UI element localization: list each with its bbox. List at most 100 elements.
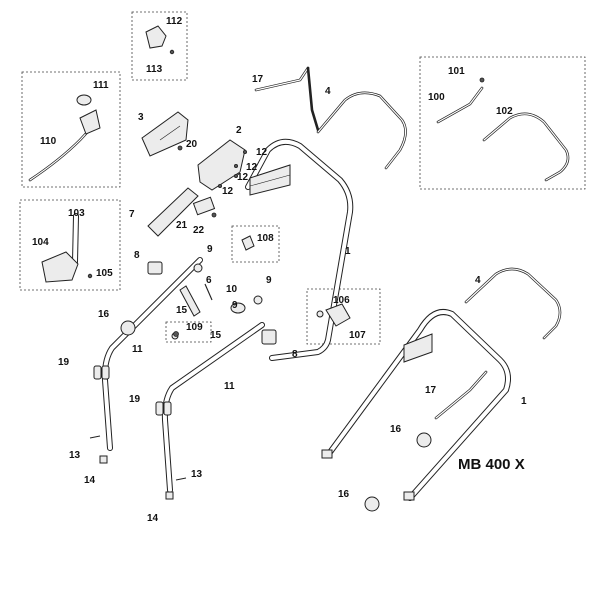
bolt-22 [211, 212, 217, 218]
housing-104 [41, 251, 79, 283]
label-12d: 12 [222, 186, 234, 197]
label-15b: 15 [210, 330, 222, 341]
label-11b: 11 [224, 381, 235, 392]
control-housing-3 [141, 111, 189, 157]
label-113: 113 [146, 64, 163, 75]
detail-box-108 [231, 225, 280, 263]
upper-handle [245, 138, 354, 361]
detail-box-100-102 [419, 56, 586, 190]
cable-guide-19b2 [163, 401, 172, 416]
label-16-left: 16 [98, 309, 110, 320]
label-13-left: 13 [69, 450, 81, 461]
label-10: 10 [226, 284, 238, 295]
nut-14-left [99, 455, 108, 464]
label-8-bottom: 8 [292, 349, 298, 360]
washer-109 [173, 331, 179, 337]
detail-box-112-113 [131, 11, 188, 81]
label-21: 21 [176, 220, 188, 231]
detail-box-110-111 [21, 71, 121, 188]
screw-12a [242, 149, 247, 154]
bolt-13-right [175, 477, 187, 481]
bolt-13-left [89, 435, 101, 439]
clamp-8-bottom [261, 329, 277, 345]
label-12b: 12 [246, 162, 258, 173]
cable-guide-19b [155, 401, 164, 416]
label-11a: 11 [132, 344, 143, 355]
label-19a: 19 [58, 357, 70, 368]
variant-end-left [321, 449, 333, 459]
label-106: 106 [333, 295, 350, 306]
label-12c: 12 [237, 172, 249, 183]
label-3: 3 [138, 112, 144, 123]
nut-106 [316, 310, 324, 318]
knob-9b [253, 295, 263, 305]
label-105: 105 [96, 268, 113, 279]
nut-101 [479, 77, 485, 83]
clip-108 [241, 235, 255, 251]
cable-guide-19a [93, 365, 102, 380]
label-6: 6 [206, 275, 212, 286]
detail-box-106-107 [306, 288, 381, 345]
bolt-6 [204, 283, 213, 301]
bracket-plate-7 [147, 187, 199, 237]
label-14-right: 14 [147, 513, 159, 524]
clamp-107 [325, 303, 351, 327]
label-101: 101 [448, 66, 465, 77]
variant-nut-16a [416, 432, 432, 448]
label-102: 102 [496, 106, 513, 117]
label-12a: 12 [256, 147, 268, 158]
label-110: 110 [40, 136, 57, 147]
label-1-right: 1 [521, 396, 527, 407]
label-9b: 9 [266, 275, 272, 286]
cable-17-lower [306, 66, 320, 132]
label-15a: 15 [176, 305, 188, 316]
screw-113 [169, 49, 175, 55]
bracket-block-21 [192, 196, 216, 216]
control-housing-2 [197, 139, 246, 191]
label-20: 20 [186, 139, 198, 150]
label-109: 109 [186, 322, 203, 333]
screw-105 [87, 273, 93, 279]
label-4-top: 4 [325, 86, 331, 97]
nut-16-left [120, 320, 136, 336]
label-22: 22 [193, 225, 205, 236]
variant-handle-bracket [403, 333, 433, 363]
handle-knob-10 [230, 302, 246, 314]
label-17-top: 17 [252, 74, 264, 85]
variant-nut-16b [364, 496, 380, 512]
label-103: 103 [68, 208, 85, 219]
screw-20 [177, 145, 183, 151]
label-111: 111 [93, 80, 109, 91]
clamp-8-top [147, 261, 163, 275]
bail-102 [482, 112, 570, 182]
operator-bail-4 [316, 91, 407, 170]
lever-15 [179, 285, 201, 317]
label-7: 7 [129, 209, 135, 220]
lever-bracket-110 [79, 109, 101, 135]
knob-9a [193, 263, 203, 273]
label-112: 112 [166, 16, 183, 27]
label-9a: 9 [207, 244, 213, 255]
knob-111 [76, 94, 92, 106]
screw-12b [233, 163, 238, 168]
screw-12d [217, 183, 222, 188]
label-2: 2 [236, 125, 242, 136]
label-13-right: 13 [191, 469, 203, 480]
label-104: 104 [32, 237, 49, 248]
label-8-top: 8 [134, 250, 140, 261]
lower-handle-left [101, 257, 203, 451]
model-label: MB 400 X [458, 456, 525, 473]
label-14-left: 14 [84, 475, 96, 486]
detail-box-103-105 [19, 199, 121, 291]
label-17-right: 17 [425, 385, 437, 396]
variant-handle [321, 309, 511, 501]
label-108: 108 [257, 233, 274, 244]
cap-112 [145, 25, 167, 49]
label-19b: 19 [129, 394, 141, 405]
label-9c: 9 [232, 300, 238, 311]
label-107: 107 [349, 330, 366, 341]
handle-bracket [249, 164, 291, 196]
label-16-right: 16 [390, 424, 402, 435]
cable-guide-19a2 [101, 365, 110, 380]
label-4-right: 4 [475, 275, 481, 286]
